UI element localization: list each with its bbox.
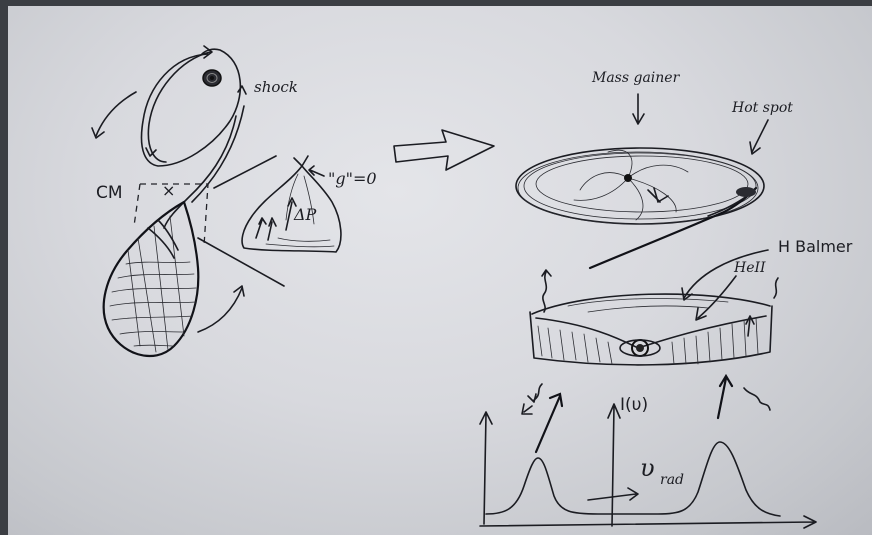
disk-side-top-edge: [532, 294, 770, 314]
transition-arrow-icon: [394, 130, 494, 170]
red-peak-arrow: [718, 376, 732, 418]
accretion-disk-side-view: H Balmer HeII: [522, 237, 853, 414]
disk-spiral-arms: [574, 150, 688, 220]
l1-lower-line: [198, 238, 284, 286]
rotation-arrow-top-left: [96, 92, 136, 136]
g-zero-arrow: [309, 166, 324, 176]
accretion-disk-top-view: Mass gainer Hot spot: [516, 70, 793, 268]
upper-orbit-loop-inner: [148, 52, 210, 162]
disk-side-hatching: [538, 299, 758, 364]
hot-spot-mark: [736, 187, 756, 197]
mass-gainer-pointer: [633, 94, 644, 124]
cm-marker: ×: [162, 181, 175, 200]
wavy-emission-left-bottom: [528, 384, 542, 402]
h-balmer-label: H Balmer: [778, 237, 853, 256]
binary-system-sketch: CM ×: [92, 46, 377, 356]
mass-stream-2: [192, 106, 244, 202]
disk-side-outer: [530, 306, 772, 365]
hot-spot-pointer: [750, 120, 768, 154]
gainer-star-icon: [624, 174, 632, 182]
sketch-canvas: CM ×: [8, 6, 872, 535]
cm-label: CM: [96, 183, 123, 203]
wavy-emission-left-top: [542, 270, 551, 312]
rotation-arrow-bottom: [198, 288, 242, 332]
profile-center-axis: [608, 404, 620, 526]
v-rad-subscript: rad: [660, 472, 684, 488]
emission-profile-curve: [486, 442, 780, 516]
mass-gainer-label: Mass gainer: [591, 70, 681, 86]
blue-peak-arrow: [536, 394, 562, 452]
v-rad-label: υ: [640, 454, 655, 482]
small-star-icon: [203, 70, 221, 86]
central-star-icon: [620, 340, 660, 356]
hot-spot-label: Hot spot: [731, 100, 793, 116]
hot-spot-stream: [590, 188, 756, 268]
g-zero-label: "g"=0: [328, 169, 377, 188]
sketch-paper: CM ×: [8, 6, 872, 535]
mass-stream: [164, 116, 236, 228]
wavy-emission-right-top: [774, 278, 778, 298]
emission-arrow-left: [522, 404, 532, 414]
pressure-cone: [242, 166, 341, 252]
pressure-cone-tip: [294, 156, 308, 166]
shock-label: shock: [254, 78, 298, 96]
he-ii-label: HeII: [733, 260, 766, 276]
donor-lobe-outline: [104, 202, 199, 356]
profile-left-axis: [480, 412, 492, 524]
donor-lobe-hatching: [110, 216, 196, 352]
loop-arrow-head-right: [238, 86, 246, 94]
wavy-emission-right-bottom: [744, 388, 770, 410]
delta-p-label: ΔP: [293, 205, 317, 224]
intensity-label: I(υ): [620, 395, 648, 415]
profile-x-axis: [480, 516, 816, 528]
